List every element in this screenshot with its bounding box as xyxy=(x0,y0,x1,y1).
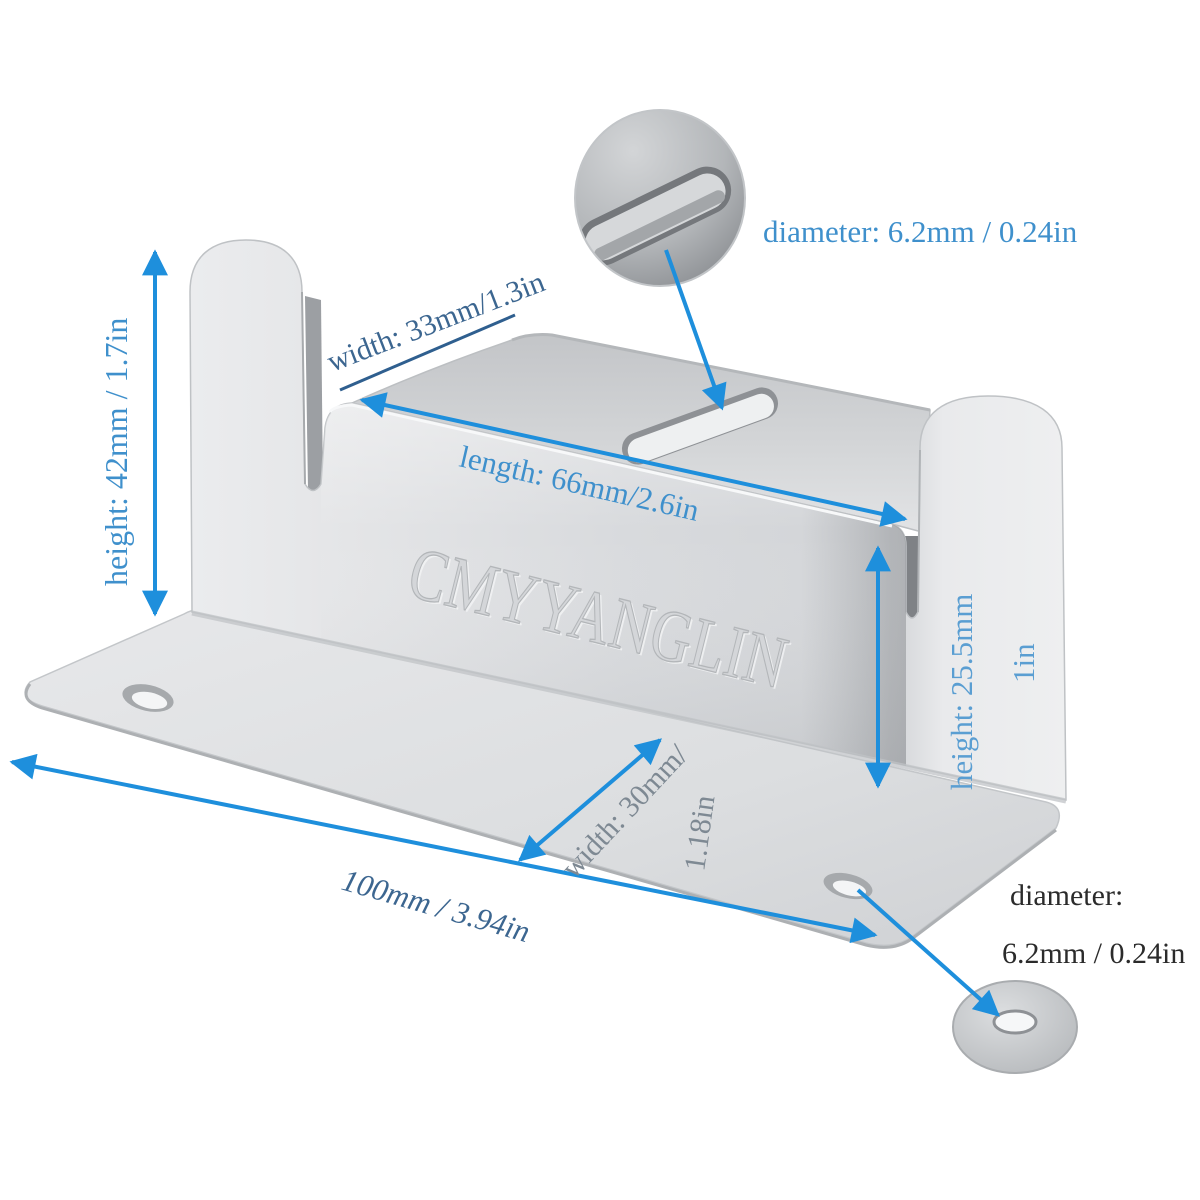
z-bracket: CMYYANGLIN CMYYANGLIN CMYYANGLIN xyxy=(24,239,1067,949)
top-bend-highlight xyxy=(328,403,893,528)
length-arrow xyxy=(359,392,908,527)
top-hole-diameter-label: diameter: 6.2mm / 0.24in xyxy=(763,214,1078,249)
right-slot xyxy=(903,536,921,622)
right-tab-edge xyxy=(917,449,921,613)
left-slot xyxy=(305,296,323,490)
base-hole-left xyxy=(122,684,174,712)
dimension-arrows xyxy=(9,249,1000,1017)
base-length-arrow xyxy=(9,753,878,944)
top-hole-pointer-arrow xyxy=(664,249,727,411)
base-hole-zoom xyxy=(952,980,1078,1074)
base-hole-diameter-label: diameter: xyxy=(1010,879,1123,912)
top-width-line xyxy=(339,313,516,392)
front-height-inch-label: 1in xyxy=(1006,643,1041,683)
base-hole-pointer-arrow xyxy=(856,888,1000,1017)
base-hole-diameter-value: 6.2mm / 0.24in xyxy=(1002,937,1185,970)
base-bend-line xyxy=(191,610,1067,804)
front-height-label: height: 25.5mm xyxy=(944,594,979,790)
top-plate-back-lip xyxy=(511,333,931,412)
left-tab-edge xyxy=(301,291,306,485)
side-height-label: height: 42mm / 1.7in xyxy=(98,318,134,586)
zoom-frame xyxy=(574,109,746,287)
hole-opening xyxy=(131,691,168,710)
zoom-slot-wall xyxy=(594,190,725,261)
base-front-edge xyxy=(24,683,1057,949)
top-slot-zoom xyxy=(574,109,746,287)
base-length-label: 100mm / 3.94in xyxy=(338,862,534,949)
zoom-slot xyxy=(578,166,732,266)
zoom-content xyxy=(575,110,745,286)
washer-hole xyxy=(992,1009,1038,1035)
